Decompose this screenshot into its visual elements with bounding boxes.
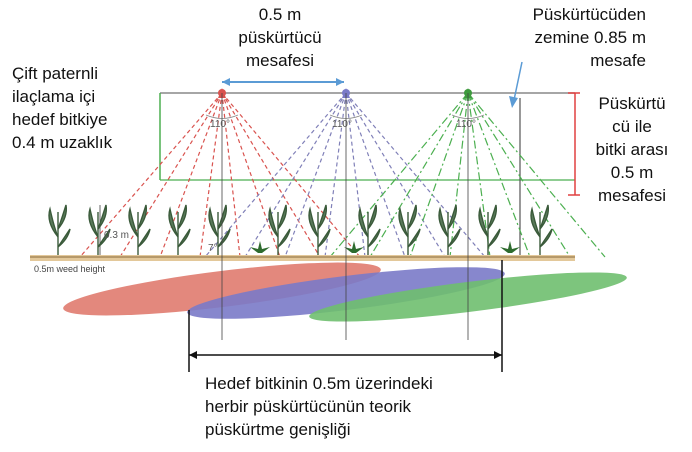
- nozzle-ground-label: Püskürtücüden zemine 0.85 m mesafe: [532, 5, 646, 70]
- plant-height-label: 0.3 m: [104, 230, 130, 241]
- small-angle-label: 7°: [208, 243, 218, 254]
- spray-angle-label: 110°: [456, 119, 476, 130]
- weed-icon: [250, 241, 520, 253]
- nozzle-spacing-label: 0.5 m püskürtücü mesafesi: [238, 5, 322, 70]
- green-spray-fan: [329, 92, 606, 258]
- nozzle-plant-label: Püskürtü cü ile bitki arası 0.5 m mesafe…: [595, 94, 669, 205]
- weed-height-label: 0.5m weed height: [34, 264, 106, 274]
- crop-plant-row: [48, 204, 553, 257]
- red-spray-fan: [79, 92, 361, 258]
- double-pattern-label: Çift paternli ilaçlama içi hedef bitkiye…: [12, 64, 113, 152]
- ground-strip: [30, 255, 575, 261]
- blue-spray-fan: [204, 92, 486, 258]
- spray-angle-label: 110°: [332, 119, 352, 130]
- spray-angle-label: 110°: [210, 119, 230, 130]
- theoretical-width-label: Hedef bitkinin 0.5m üzerindeki herbir pü…: [205, 374, 433, 439]
- nozzle-ground-arrow: [513, 61, 523, 101]
